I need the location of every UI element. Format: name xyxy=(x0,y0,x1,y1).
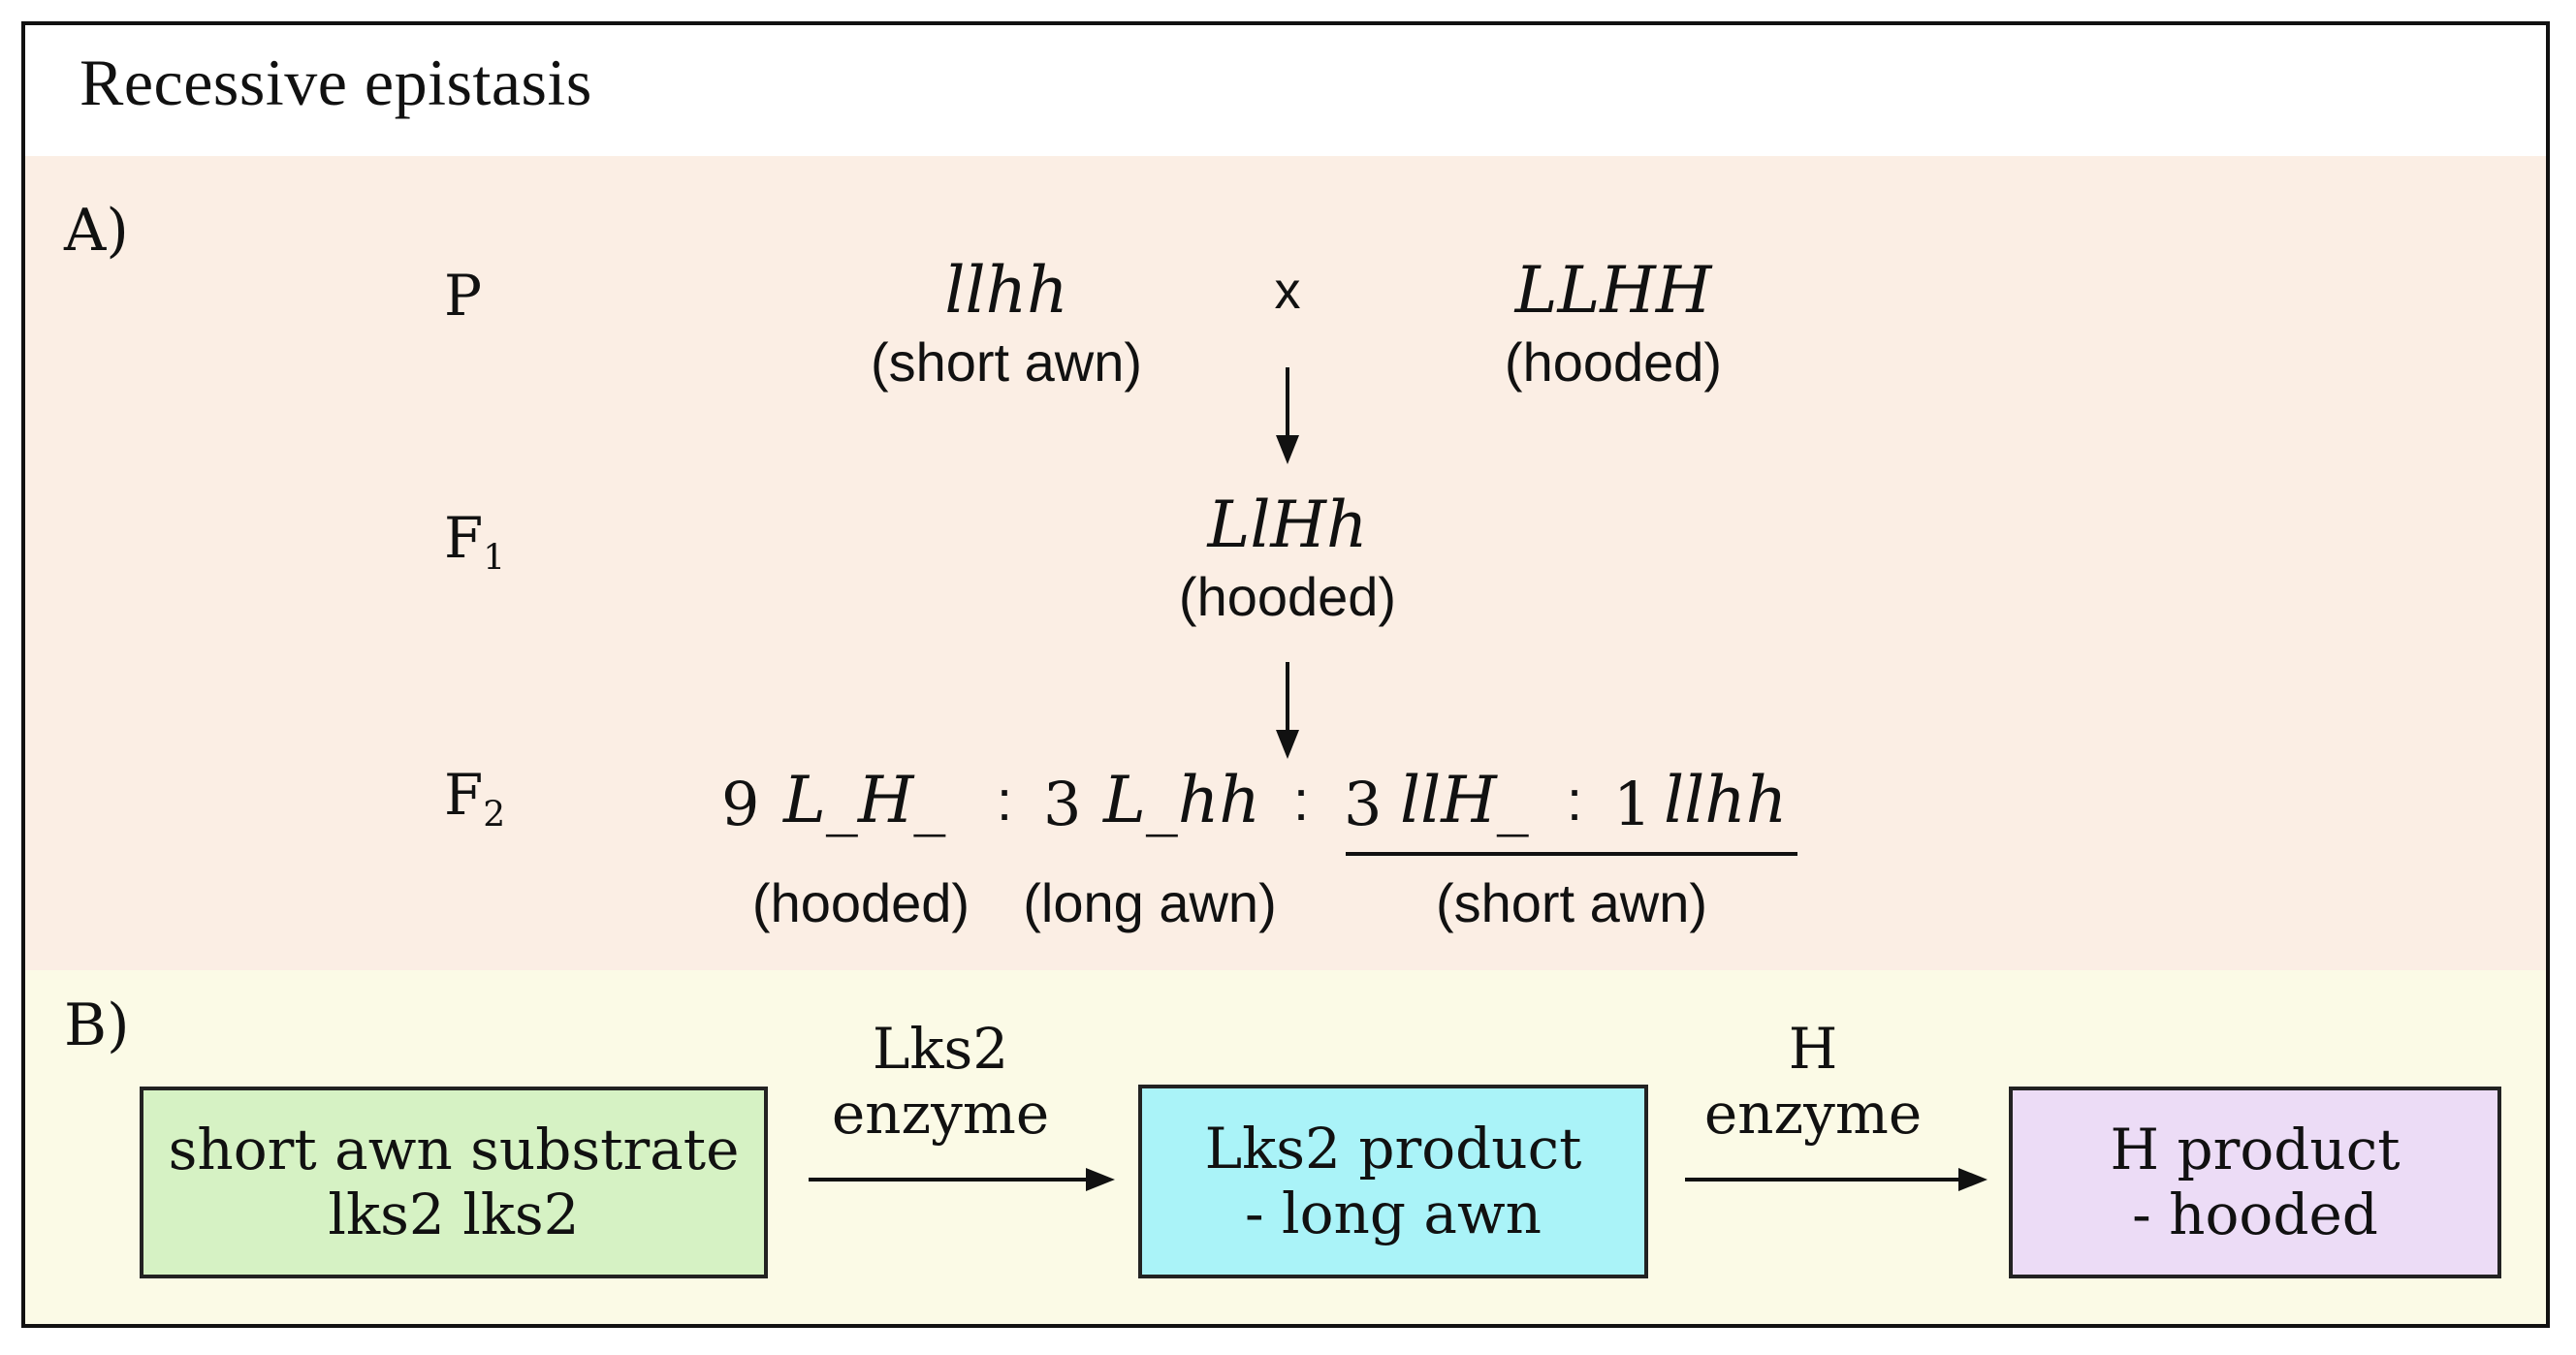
lks2-enzyme-label: Lks2 enzyme xyxy=(832,1017,1049,1146)
parent1-genotype: llhh xyxy=(944,253,1068,328)
f2-count-1: 9 xyxy=(721,769,760,839)
h-product-box: H product - hooded xyxy=(2009,1087,2501,1278)
f1-phenotype: (hooded) xyxy=(1178,566,1397,627)
figure-header: Recessive epistasis xyxy=(25,25,2546,156)
generation-f1-label: F1 xyxy=(444,505,506,579)
f2-phenotype-1: (hooded) xyxy=(751,872,970,933)
arrow-substrate-to-lks2-product xyxy=(809,1168,1115,1191)
h-product-box-line-2: - hooded xyxy=(2132,1182,2378,1247)
figure-title: Recessive epistasis xyxy=(80,46,592,119)
f2-genotype-1: L_H_ xyxy=(783,763,946,837)
substrate-box-line-2: lks2 lks2 xyxy=(328,1182,580,1247)
lks2-enzyme-line-1: Lks2 xyxy=(872,1016,1009,1082)
substrate-box-line-1: short awn substrate xyxy=(168,1117,740,1183)
panel-b-label: B) xyxy=(64,992,130,1059)
f2-separator-2: : xyxy=(1293,770,1310,833)
f2-count-3: 3 xyxy=(1344,769,1383,839)
lks2-product-box: Lks2 product - long awn xyxy=(1138,1085,1648,1278)
arrow-lks2-product-to-h-product xyxy=(1685,1168,1988,1191)
figure-frame: Recessive epistasis A) P F1 F2 llhh (sho… xyxy=(21,21,2550,1328)
panel-b: B) short awn substrate lks2 lks2 Lks2 pr… xyxy=(25,970,2546,1324)
f2-genotype-3: llH_ xyxy=(1400,763,1529,837)
f2-phenotype-2: (long awn) xyxy=(1023,872,1277,933)
pathway-arrows xyxy=(809,1168,1988,1191)
generation-f2-label: F2 xyxy=(444,762,506,835)
h-enzyme-line-1: H xyxy=(1788,1016,1838,1082)
f2-grouping-underline xyxy=(1346,852,1797,856)
f2-genotype-4: llhh xyxy=(1664,763,1788,837)
lks2-enzyme-line-2: enzyme xyxy=(831,1080,1050,1147)
f2-grouped-phenotype: (short awn) xyxy=(1435,872,1708,933)
f2-separator-1: : xyxy=(997,770,1013,833)
h-enzyme-label: H enzyme xyxy=(1704,1017,1922,1146)
arrow-p-to-f1 xyxy=(1276,367,1299,464)
parent2-genotype: LLHH xyxy=(1514,253,1712,328)
h-product-box-line-1: H product xyxy=(2110,1117,2401,1183)
generation-f2-subscript: 2 xyxy=(483,795,506,835)
generation-arrows xyxy=(1276,367,1299,759)
lks2-product-box-line-2: - long awn xyxy=(1244,1181,1542,1246)
panel-a: A) P F1 F2 llhh (short awn) x LLHH (hood… xyxy=(25,156,2546,970)
generation-p-label: P xyxy=(444,263,483,329)
cross-symbol: x xyxy=(1274,262,1301,320)
generation-f1-subscript: 1 xyxy=(483,538,506,579)
lks2-product-box-line-1: Lks2 product xyxy=(1204,1116,1582,1182)
parent2-phenotype: (hooded) xyxy=(1504,331,1723,393)
f2-count-4: 1 xyxy=(1613,769,1652,839)
f2-separator-3: : xyxy=(1567,770,1583,833)
f2-genotype-2: L_hh xyxy=(1103,763,1260,837)
arrow-f1-to-f2 xyxy=(1276,662,1299,759)
f1-genotype: LlHh xyxy=(1207,488,1368,562)
h-enzyme-line-2: enzyme xyxy=(1703,1080,1923,1147)
substrate-box: short awn substrate lks2 lks2 xyxy=(140,1087,768,1278)
f2-count-2: 3 xyxy=(1043,769,1082,839)
panel-a-label: A) xyxy=(64,197,129,265)
parent1-phenotype: (short awn) xyxy=(870,331,1143,393)
